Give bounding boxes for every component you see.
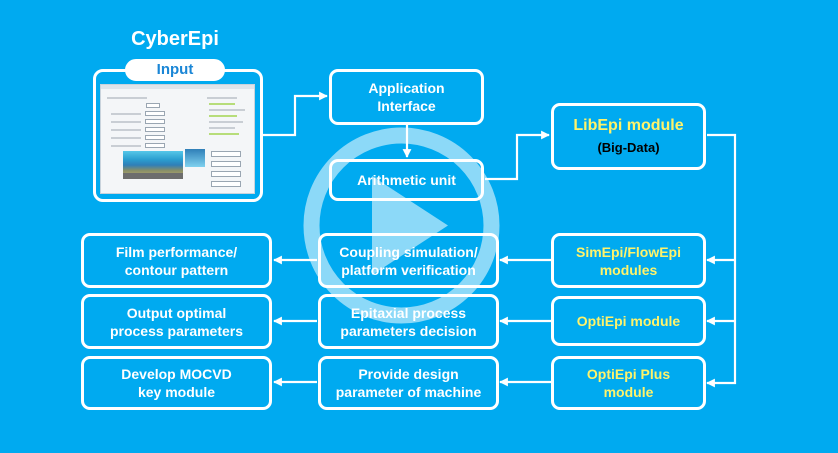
node-provide-design: Provide design parameter of machine [318,356,499,410]
node-label-line: OptiEpi module [576,313,681,329]
node-label-line: SimEpi/FlowEpi [575,243,681,260]
node-sublabel: (Big-Data) [597,139,660,155]
node-label-line: Film performance/ [115,243,238,260]
node-label-line: Application [368,80,445,96]
software-window-thumbnail [100,84,255,194]
node-film-performance: Film performance/ contour pattern [81,233,272,288]
node-label-line: parameters decision [340,322,477,339]
node-libepi-module: LibEpi module (Big-Data) [551,103,706,170]
node-application-interface: Application Interface [329,69,484,125]
play-button-icon[interactable] [300,124,503,327]
node-label-line: key module [137,384,216,400]
node-label-line: modules [599,261,658,278]
node-label-line: Output optimal [126,304,227,321]
node-label-line: Develop MOCVD [121,366,232,382]
node-label-line: parameter of machine [335,384,482,400]
node-label-line: module [603,384,654,400]
node-label-line: LibEpi module [573,116,684,134]
arrow-arithmetic-to-libepi [485,130,550,181]
node-label-line: OptiEpi Plus [586,366,671,382]
node-label-line: process parameters [109,322,244,339]
node-label-line: contour pattern [124,261,229,278]
node-optiepi-plus-module: OptiEpi Plus module [551,356,706,410]
input-label: Input [125,59,225,81]
node-output-optimal: Output optimal process parameters [81,294,272,349]
node-simepi-flowepi: SimEpi/FlowEpi modules [551,233,706,288]
node-develop-mocvd: Develop MOCVD key module [81,356,272,410]
diagram-title: CyberEpi [131,28,219,50]
node-label-line: Provide design [358,366,459,382]
node-optiepi-module: OptiEpi module [551,296,706,346]
node-label-line: Interface [377,98,436,114]
arrow-input-to-interface [263,91,328,137]
